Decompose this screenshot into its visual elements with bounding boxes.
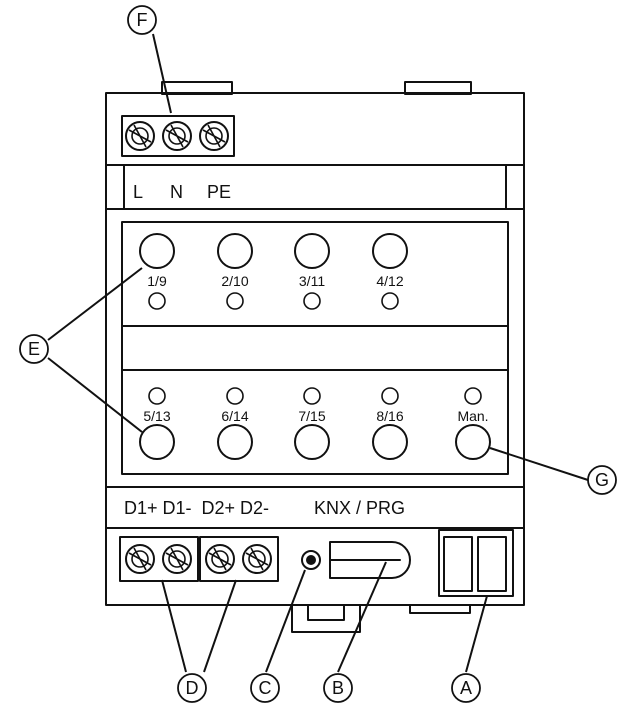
callout-leaders [47, 33, 589, 673]
channel-led-bottom-1 [148, 387, 166, 405]
channel-button-bottom-4 [372, 424, 408, 460]
din-clip-inner [307, 604, 345, 621]
channel-button-bottom-1 [139, 424, 175, 460]
channel-buttons [139, 233, 491, 460]
manual-led [464, 387, 482, 405]
leader-e2 [47, 357, 143, 433]
leader-b [337, 561, 387, 673]
manual-button [455, 424, 491, 460]
channel-label-bottom-3: 7/15 [298, 408, 325, 424]
bottom-right-tab [409, 604, 471, 614]
knx-prg-button [329, 541, 411, 579]
terminal-label-pe: PE [207, 182, 231, 202]
leader-g [489, 447, 589, 481]
channel-label-top-3: 3/11 [299, 273, 325, 289]
terminal-screw [125, 544, 155, 574]
channel-button-top-2 [217, 233, 253, 269]
channel-led-top-1 [148, 292, 166, 310]
channel-label-bottom-2: 6/14 [221, 408, 248, 424]
callout-letter-a: A [460, 678, 472, 698]
callout-e: E [19, 334, 49, 364]
terminal-label-knx-prg: KNX / PRG [314, 498, 405, 518]
terminal-screw [205, 544, 235, 574]
terminal-label-d-bus: D1+ D1- D2+ D2- [124, 498, 269, 518]
channel-led-bottom-3 [303, 387, 321, 405]
channel-led-bottom-4 [381, 387, 399, 405]
channel-led-top-4 [381, 292, 399, 310]
din-clip [291, 604, 361, 633]
terminal-screw [199, 121, 229, 151]
leader-a [465, 595, 488, 673]
callout-g: G [587, 465, 617, 495]
channel-label-top-4: 4/12 [376, 273, 403, 289]
channel-button-top-4 [372, 233, 408, 269]
callout-letter-c: C [259, 678, 272, 698]
prg-led-ring [301, 550, 321, 570]
channel-led-top-2 [226, 292, 244, 310]
callout-b: B [323, 673, 353, 703]
channel-button-top-1 [139, 233, 175, 269]
manual-label: Man. [457, 408, 488, 424]
terminal-screws [125, 121, 272, 574]
knx-connector-slot-2 [477, 536, 507, 592]
callout-letter-d: D [186, 678, 199, 698]
channel-label-top-1: 1/9 [147, 273, 167, 289]
housing-step-left [105, 164, 125, 210]
leader-f [152, 33, 172, 114]
callout-c: C [250, 673, 280, 703]
channel-led-bottom-2 [226, 387, 244, 405]
channel-leds [148, 292, 482, 405]
housing-step-right [505, 164, 525, 210]
prg-led [306, 555, 316, 565]
callout-letter-b: B [332, 678, 344, 698]
terminal-screw [242, 544, 272, 574]
channel-label-bottom-4: 8/16 [376, 408, 403, 424]
callout-d: D [177, 673, 207, 703]
label-strip [121, 325, 509, 371]
knx-connector-slot-1 [443, 536, 473, 592]
channel-button-bottom-2 [217, 424, 253, 460]
terminal-label-n: N [170, 182, 183, 202]
channel-labels: 1/9 2/10 3/11 4/12 5/13 6/14 7/15 8/16 [143, 273, 403, 424]
terminal-block-top [121, 115, 235, 157]
leader-c [265, 569, 306, 673]
terminal-label-l: L [133, 182, 143, 202]
terminal-screw [162, 121, 192, 151]
terminal-screw [125, 121, 155, 151]
terminal-screw [162, 544, 192, 574]
callouts: F E G D C B A [19, 5, 617, 703]
leader-d2 [203, 579, 237, 673]
leader-d1 [161, 579, 187, 673]
knx-connector [438, 529, 514, 597]
callout-a: A [451, 673, 481, 703]
channel-label-bottom-1: 5/13 [143, 408, 170, 424]
channel-led-top-3 [303, 292, 321, 310]
terminal-block-d2 [199, 536, 279, 582]
channel-button-top-3 [294, 233, 330, 269]
channel-button-bottom-3 [294, 424, 330, 460]
leader-e1 [47, 267, 143, 341]
callout-letter-g: G [595, 470, 609, 490]
callout-f: F [127, 5, 157, 35]
callout-letter-f: F [137, 10, 148, 30]
callout-letter-e: E [28, 339, 40, 359]
channel-label-top-2: 2/10 [221, 273, 248, 289]
device-housing [105, 92, 525, 606]
terminal-block-d1 [119, 536, 199, 582]
